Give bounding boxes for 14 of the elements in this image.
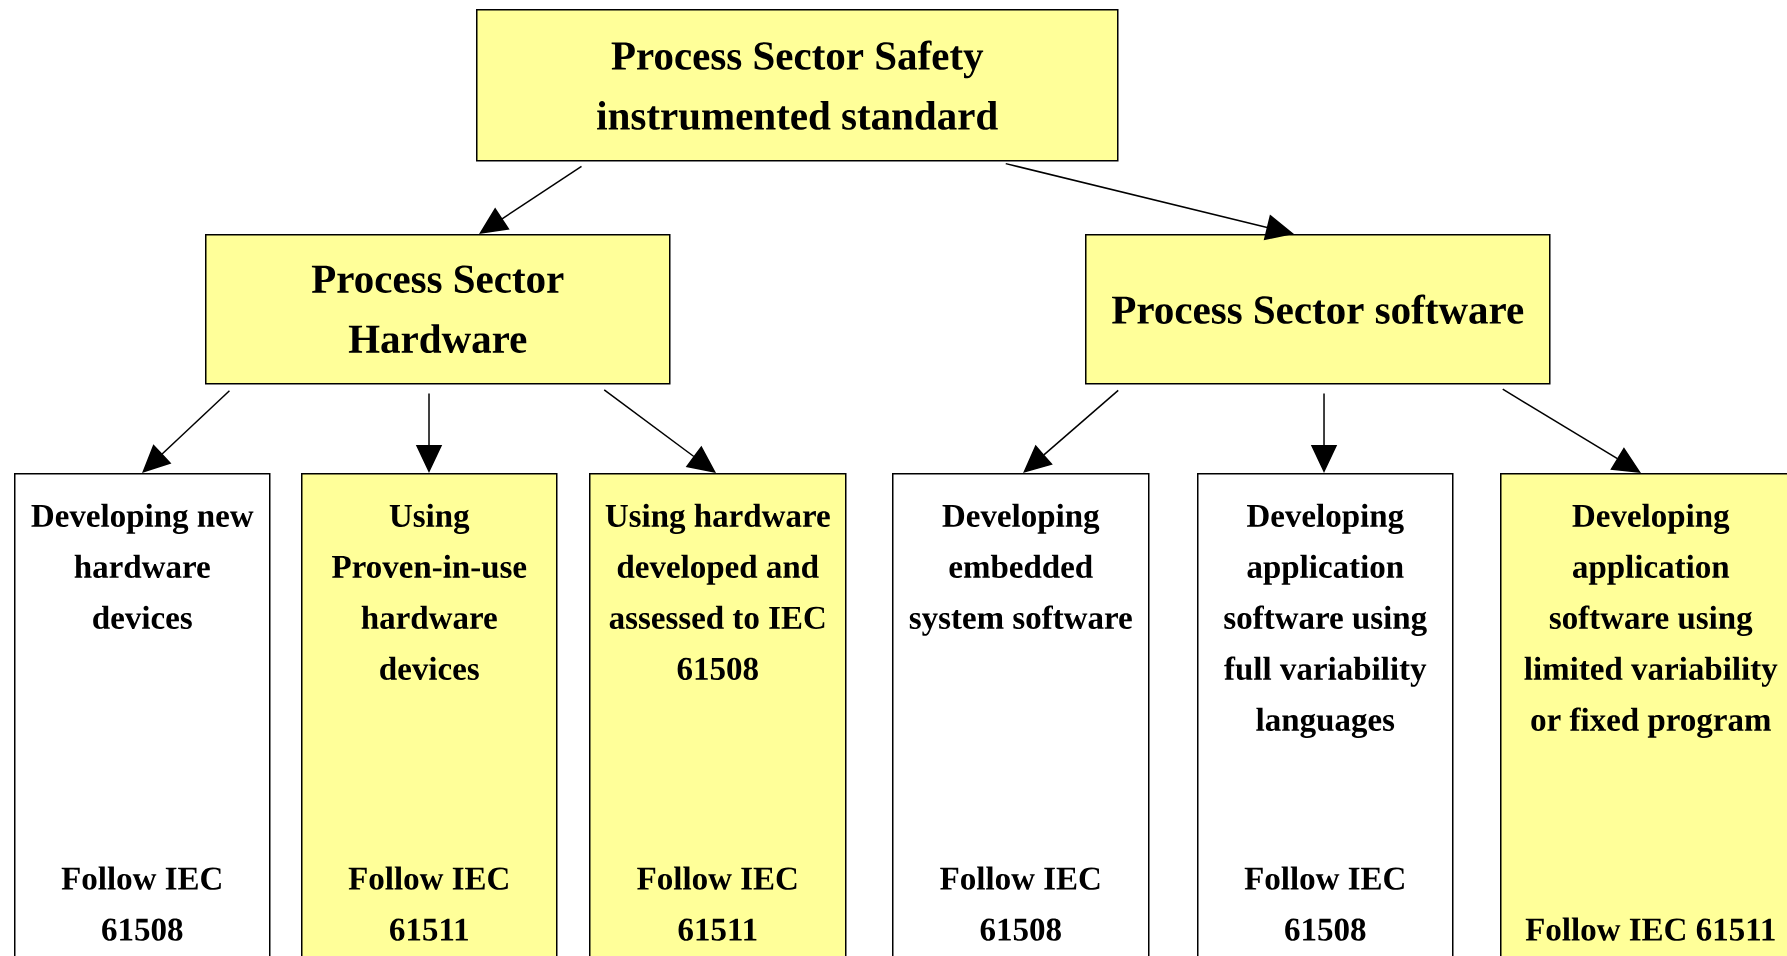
category-box: Process Sector software: [1085, 234, 1551, 385]
arrow: [603, 389, 716, 473]
arrow: [1501, 388, 1641, 473]
category-box: Process Sector Safety instrumented standard: [476, 9, 1119, 162]
standard-box: Developing application software using limited variability or fixed program Follow IEC 61511: [1500, 473, 1787, 956]
standard-box: Developing new hardware devices Follow IEC 61508: [14, 473, 271, 956]
category-box: Process Sector Hardware: [205, 234, 671, 385]
arrow: [1023, 389, 1119, 473]
standard-box: Using hardware developed and assessed to IEC 61508 Follow IEC 61511: [589, 473, 847, 956]
standard-box: Using Proven-in-use hardware devices Follow IEC 61511: [301, 473, 558, 956]
standard-box: Developing application software using full variability languages Follow IEC 61508: [1197, 473, 1454, 956]
arrow: [479, 165, 583, 234]
standard-box: Developing embedded system software Follow IEC 61508: [892, 473, 1150, 956]
arrow: [142, 389, 231, 473]
